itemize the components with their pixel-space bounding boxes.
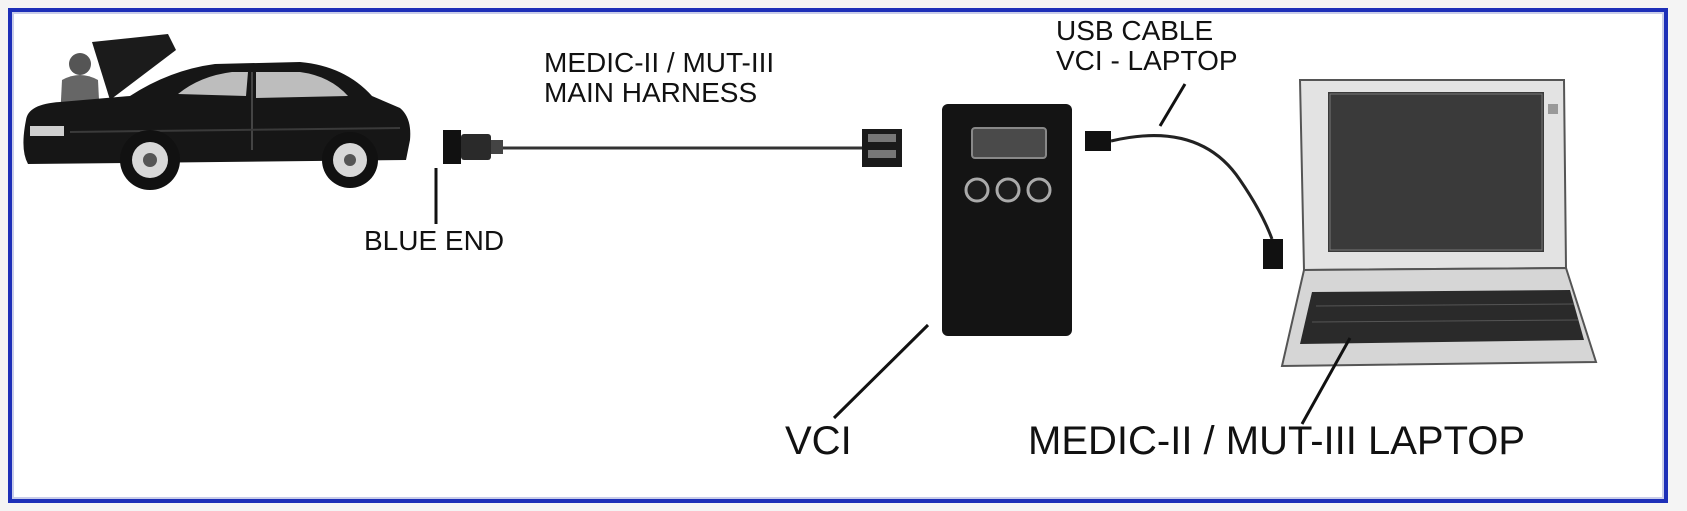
vci-device-icon [942,104,1072,336]
laptop-icon [1280,79,1598,368]
laptop-label: MEDIC-II / MUT-III LAPTOP [1028,419,1526,463]
usb-leader [1158,83,1187,127]
connector-icon [443,130,503,164]
usb-cable [1110,134,1274,240]
vci-leader [832,323,930,420]
car-icon [23,34,411,190]
usb-plug-icon [1085,131,1283,269]
vci-label: VCI [785,419,852,463]
vci-end-connector-icon [862,129,902,167]
blue-end-label: BLUE END [364,225,505,256]
usb-cable-label: USB CABLE VCI - LAPTOP [1056,15,1238,76]
laptop-leader [1300,337,1352,425]
harness-label: MEDIC-II / MUT-III MAIN HARNESS [544,47,775,108]
